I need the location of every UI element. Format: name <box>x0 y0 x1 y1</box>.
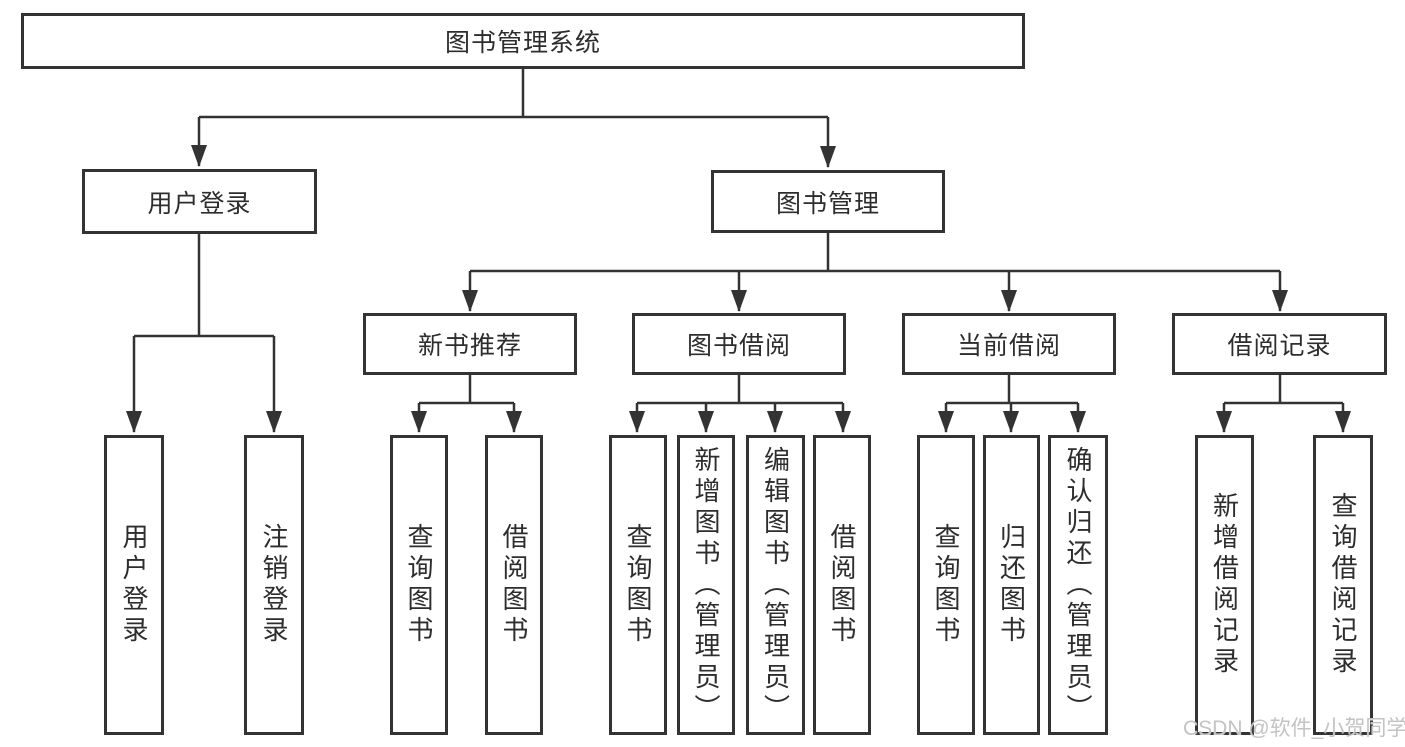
leaf-borrow-edit-books-admin-label: 编辑图书（管理员） <box>760 445 791 725</box>
csdn-watermark: CSDN @软件_小贺同学 <box>1183 717 1405 740</box>
leaf-logout-label: 注销登录 <box>259 523 289 647</box>
node-book-management-label: 图书管理 <box>775 189 880 218</box>
leaf-records-add-record-label: 新增借阅记录 <box>1209 492 1240 678</box>
leaf-borrow-borrow-books: 借阅图书 <box>813 435 871 735</box>
node-book-management: 图书管理 <box>711 170 945 233</box>
leaf-borrow-add-books-admin: 新增图书（管理员） <box>677 435 735 735</box>
leaf-records-query-record-label: 查询借阅记录 <box>1328 492 1358 678</box>
node-new-book-recommend-label: 新书推荐 <box>417 332 522 360</box>
leaf-logout: 注销登录 <box>244 435 304 735</box>
leaf-records-query-record: 查询借阅记录 <box>1313 435 1373 735</box>
leaf-records-add-record: 新增借阅记录 <box>1195 435 1254 735</box>
node-new-book-recommend: 新书推荐 <box>363 313 577 375</box>
leaf-newrec-query-books-label: 查询图书 <box>404 523 434 647</box>
node-current-borrow-label: 当前借阅 <box>956 332 1061 360</box>
leaf-newrec-borrow-books-label: 借阅图书 <box>499 523 529 647</box>
node-borrow-records-label: 借阅记录 <box>1227 332 1332 360</box>
node-borrow-records: 借阅记录 <box>1172 313 1387 375</box>
node-root-label: 图书管理系统 <box>444 29 601 57</box>
leaf-newrec-query-books: 查询图书 <box>390 435 448 735</box>
leaf-user-login: 用户登录 <box>104 435 164 735</box>
leaf-current-return-books-label: 归还图书 <box>996 523 1027 647</box>
leaf-borrow-query-books: 查询图书 <box>609 435 667 735</box>
node-book-borrow-label: 图书借阅 <box>686 332 791 360</box>
node-root: 图书管理系统 <box>21 13 1025 69</box>
leaf-current-confirm-return-admin-label: 确认归还（管理员） <box>1063 445 1093 725</box>
leaf-current-query-books-label: 查询图书 <box>931 523 961 647</box>
node-user-login: 用户登录 <box>82 169 317 234</box>
leaf-current-return-books: 归还图书 <box>983 435 1040 735</box>
leaf-current-query-books: 查询图书 <box>917 435 975 735</box>
leaf-current-confirm-return-admin: 确认归还（管理员） <box>1048 435 1108 735</box>
leaf-user-login-label: 用户登录 <box>119 523 149 647</box>
node-user-login-label: 用户登录 <box>147 189 252 218</box>
node-current-borrow: 当前借阅 <box>902 313 1116 375</box>
leaf-borrow-add-books-admin-label: 新增图书（管理员） <box>691 445 721 725</box>
node-book-borrow: 图书借阅 <box>632 313 846 375</box>
leaf-borrow-borrow-books-label: 借阅图书 <box>827 523 857 647</box>
leaf-borrow-edit-books-admin: 编辑图书（管理员） <box>746 435 805 735</box>
leaf-borrow-query-books-label: 查询图书 <box>623 523 653 647</box>
leaf-newrec-borrow-books: 借阅图书 <box>485 435 543 735</box>
